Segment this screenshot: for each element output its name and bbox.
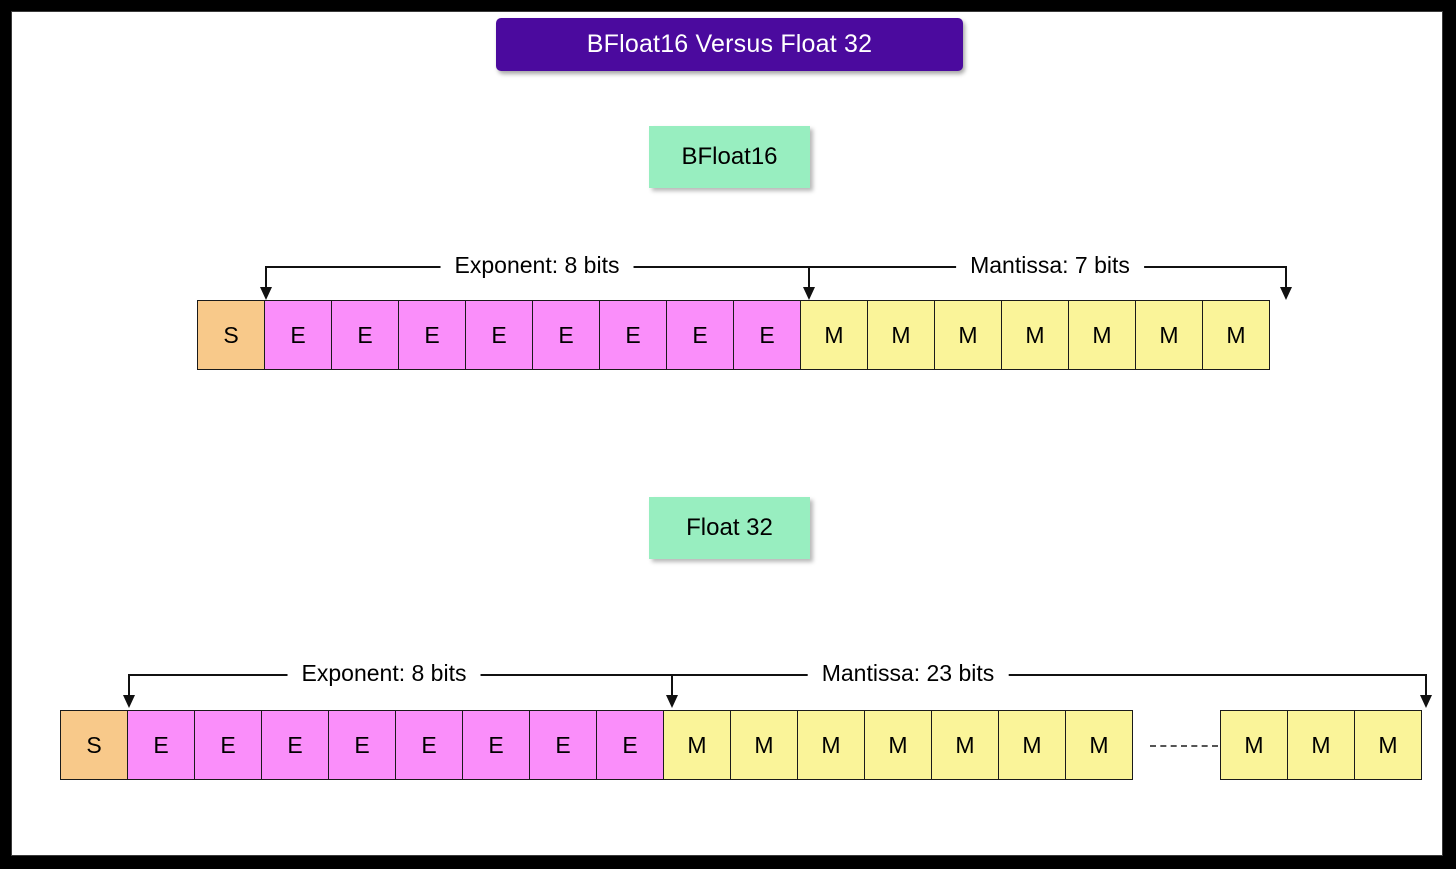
bit-cell-mantissa: M [998, 710, 1066, 780]
bracket-label-exponent: Exponent: 8 bits [287, 660, 481, 687]
bit-cell-mantissa: M [1065, 710, 1133, 780]
bracket-right-arrow-icon [666, 695, 678, 708]
bit-cell-mantissa: M [1135, 300, 1203, 370]
bit-cell-mantissa: M [934, 300, 1002, 370]
bit-cell-mantissa: M [1202, 300, 1270, 370]
bit-cell-exponent: E [529, 710, 597, 780]
section-label-bfloat16: BFloat16 [649, 126, 810, 188]
bit-cell-mantissa: M [931, 710, 999, 780]
bracket-left-arrow-icon [260, 287, 272, 300]
bracket-right-arrow-icon [1420, 695, 1432, 708]
bracket-left-tick [265, 266, 267, 288]
bit-cell-exponent: E [194, 710, 262, 780]
bit-cell-exponent: E [261, 710, 329, 780]
bit-cell-sign: S [60, 710, 128, 780]
bracket-right-tick [671, 674, 673, 696]
bit-cell-mantissa: M [1354, 710, 1422, 780]
bracket-float32-mantissa: Mantissa: 23 bits [673, 660, 1432, 710]
bit-cell-exponent: E [599, 300, 667, 370]
bit-cell-exponent: E [532, 300, 600, 370]
bracket-right-tick [1425, 674, 1427, 696]
bit-cell-exponent: E [127, 710, 195, 780]
bracket-right-arrow-icon [803, 287, 815, 300]
page-title: BFloat16 Versus Float 32 [586, 30, 873, 58]
bit-cell-mantissa: M [663, 710, 731, 780]
diagram-canvas: BFloat16 Versus Float 32 BFloat16 Expone… [11, 11, 1443, 856]
bit-cell-exponent: E [395, 710, 463, 780]
bracket-label-exponent: Exponent: 8 bits [440, 252, 634, 279]
bit-cell-mantissa: M [800, 300, 868, 370]
bracket-bfloat16-mantissa: Mantissa: 7 bits [810, 252, 1292, 302]
bit-cell-mantissa: M [1287, 710, 1355, 780]
bit-cell-sign: S [197, 300, 265, 370]
bit-cell-mantissa: M [864, 710, 932, 780]
bracket-float32-exponent: Exponent: 8 bits [123, 660, 678, 710]
bit-cell-exponent: E [733, 300, 801, 370]
bit-cell-exponent: E [398, 300, 466, 370]
diagram-title-banner: BFloat16 Versus Float 32 [496, 18, 963, 71]
bit-cell-exponent: E [328, 710, 396, 780]
bit-cell-exponent: E [264, 300, 332, 370]
bracket-right-arrow-icon [1280, 287, 1292, 300]
bit-cell-mantissa: M [730, 710, 798, 780]
bit-cell-exponent: E [462, 710, 530, 780]
bracket-right-tick [1285, 266, 1287, 288]
bracket-bfloat16-exponent: Exponent: 8 bits [260, 252, 815, 302]
ellipsis-connector-icon [1150, 745, 1218, 747]
bit-cell-exponent: E [465, 300, 533, 370]
bit-cell-mantissa: M [1068, 300, 1136, 370]
bracket-left-tick [128, 674, 130, 696]
bit-cell-exponent: E [666, 300, 734, 370]
bit-cell-exponent: E [596, 710, 664, 780]
bracket-left-arrow-icon [123, 695, 135, 708]
section-label-text: Float 32 [686, 514, 773, 541]
section-label-float32: Float 32 [649, 497, 810, 559]
bracket-label-mantissa: Mantissa: 7 bits [956, 252, 1144, 279]
bit-cell-mantissa: M [1001, 300, 1069, 370]
bracket-label-mantissa: Mantissa: 23 bits [807, 660, 1009, 687]
bit-cell-mantissa: M [867, 300, 935, 370]
bracket-right-tick [808, 266, 810, 288]
section-label-text: BFloat16 [681, 143, 778, 170]
bit-cell-mantissa: M [797, 710, 865, 780]
bit-cell-mantissa: M [1220, 710, 1288, 780]
bracket-span-line [673, 674, 1427, 676]
bit-cell-exponent: E [331, 300, 399, 370]
